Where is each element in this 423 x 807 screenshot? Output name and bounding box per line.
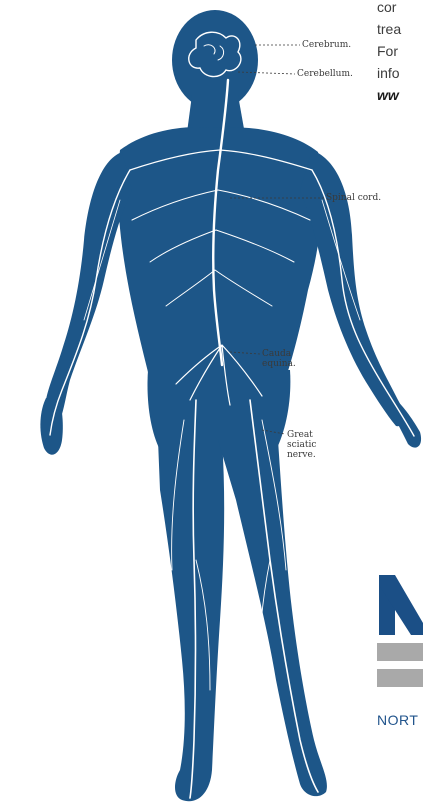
body-text-line: For — [377, 40, 423, 62]
logo-letter-n — [379, 575, 423, 635]
company-logo-icon — [377, 575, 423, 715]
cauda-equina-label: Cauda equina. — [262, 349, 302, 369]
logo-gray-bars — [377, 643, 423, 687]
cerebellum-label: Cerebellum. — [297, 69, 353, 79]
body-text-line: cor — [377, 0, 423, 18]
body-silhouette — [40, 10, 421, 801]
website-link[interactable]: ww — [377, 84, 423, 106]
logo-caption: NORT — [377, 712, 418, 728]
body-text-line: trea — [377, 18, 423, 40]
body-text-column: cor trea For info ww — [377, 0, 423, 106]
spinal-cord-label: Spinal cord. — [326, 193, 381, 203]
sciatic-nerve-label: Great sciatic nerve. — [287, 430, 327, 460]
cerebrum-label: Cerebrum. — [302, 40, 351, 50]
body-text-line: info — [377, 62, 423, 84]
